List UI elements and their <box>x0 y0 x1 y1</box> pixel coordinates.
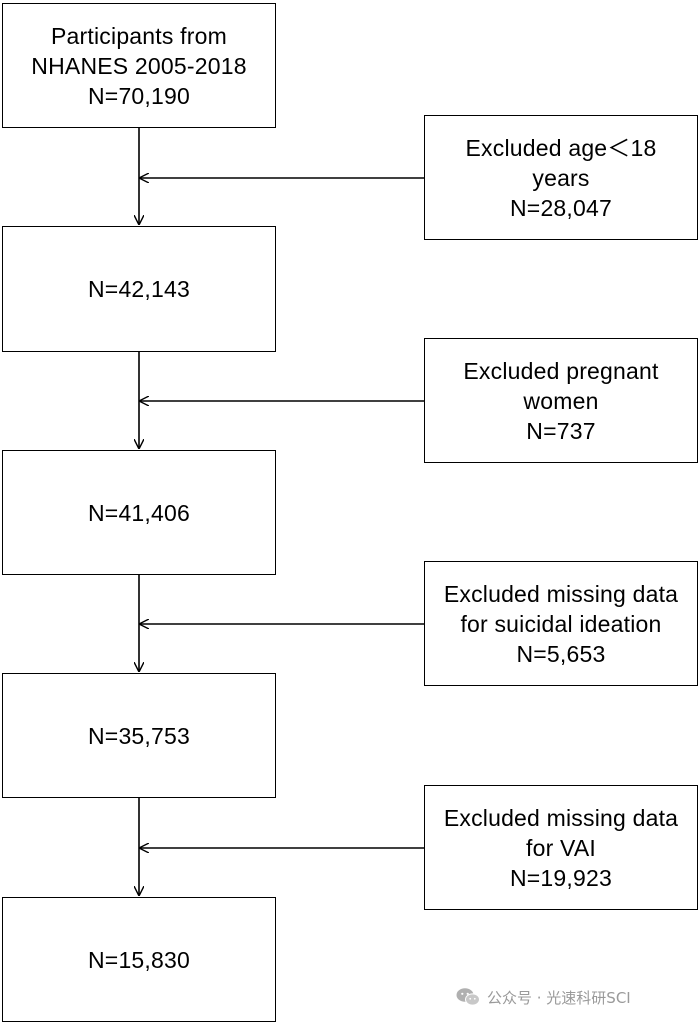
exclusion-box-1-line-3: N=28,047 <box>510 194 612 221</box>
main-box-3: N=41,406 <box>2 450 276 575</box>
main-box-1-line-2: NHANES 2005-2018 <box>31 52 247 79</box>
exclusion-box-1: Excluded age＜18 years N=28,047 <box>424 115 698 240</box>
main-box-5: N=15,830 <box>2 897 276 1022</box>
wechat-icon <box>456 988 480 1006</box>
main-box-2-line-1: N=42,143 <box>88 276 190 302</box>
exclusion-box-3-line-3: N=5,653 <box>516 640 606 667</box>
main-box-2: N=42,143 <box>2 226 276 352</box>
exclusion-box-2-line-1: Excluded pregnant <box>463 357 659 384</box>
exclusion-box-2: Excluded pregnant women N=737 <box>424 338 698 463</box>
exclusion-box-2-line-2: women <box>523 387 599 414</box>
watermark-text: 公众号 · 光速科研SCI <box>487 988 631 1007</box>
main-box-1-line-3: N=70,190 <box>88 82 190 109</box>
exclusion-box-1-line-1: Excluded age＜18 <box>465 134 657 161</box>
exclusion-box-4-line-2: for VAI <box>525 834 596 861</box>
exclusion-box-3: Excluded missing data for suicidal ideat… <box>424 561 698 686</box>
main-box-1-line-1: Participants from <box>51 22 227 49</box>
exclusion-box-3-line-2: for suicidal ideation <box>460 610 662 637</box>
main-box-4: N=35,753 <box>2 673 276 798</box>
main-box-5-line-1: N=15,830 <box>88 946 190 973</box>
exclusion-box-4-line-3: N=19,923 <box>509 864 612 891</box>
exclusion-box-3-line-1: Excluded missing data <box>443 580 679 607</box>
exclusion-box-2-line-3: N=737 <box>526 417 596 444</box>
main-box-1: Participants from NHANES 2005-2018 N=70,… <box>2 3 276 128</box>
main-box-4-line-1: N=35,753 <box>88 722 190 749</box>
exclusion-box-1-line-2: years <box>532 164 590 191</box>
watermark: 公众号 · 光速科研SCI <box>455 984 631 1010</box>
main-box-3-line-1: N=41,406 <box>88 499 190 526</box>
exclusion-box-4-line-1: Excluded missing data <box>443 804 679 831</box>
exclusion-box-4: Excluded missing data for VAI N=19,923 <box>424 785 698 910</box>
